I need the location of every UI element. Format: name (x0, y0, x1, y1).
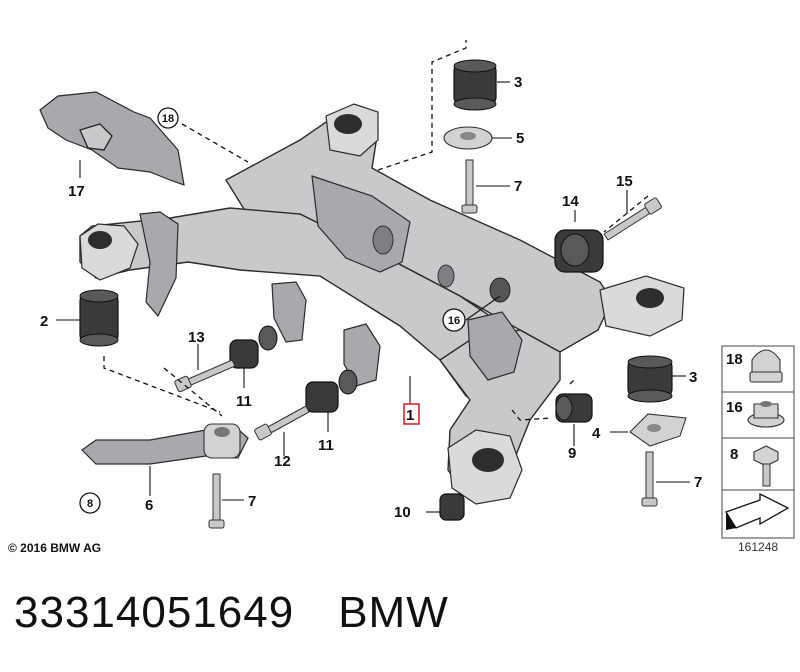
highlight-box (403, 403, 420, 425)
trailing-arm-6 (81, 423, 249, 465)
bolt-7-right (641, 451, 658, 507)
callout-7-top: 7 (514, 178, 522, 195)
axle-carrier-subframe (79, 103, 685, 505)
direction-arrow-icon (725, 492, 790, 530)
legend-num-18: 18 (726, 351, 743, 368)
reference-number: 161248 (738, 540, 779, 554)
callout-5: 5 (516, 130, 524, 147)
part-number: 33314051649 (14, 588, 295, 637)
part-caption: 33314051649 BMW (14, 588, 493, 638)
bolt-15 (603, 197, 662, 241)
callout-11-lower: 11 (318, 437, 334, 454)
callout-16-circled: 16 (448, 315, 460, 327)
legend-num-16: 16 (726, 399, 743, 416)
bushing-10 (439, 493, 465, 521)
brand-name: BMW (338, 588, 449, 637)
heat-shield-bracket (39, 91, 185, 186)
washer-4 (629, 413, 687, 447)
bushing-9 (555, 393, 593, 423)
copyright-text: © 2016 BMW AG (8, 541, 102, 555)
legend-num-8: 8 (730, 446, 738, 463)
hex-bolt-icon (753, 445, 779, 487)
callout-3-right: 3 (689, 369, 697, 386)
callout-7-bottom: 7 (248, 493, 256, 510)
cap-nut-icon (749, 349, 783, 383)
callout-8-circled: 8 (87, 498, 93, 510)
bushing-top-3 (453, 59, 497, 111)
bolt-7-top (461, 159, 478, 214)
callout-18-circled: 18 (162, 113, 174, 125)
bushing-right-3 (627, 355, 673, 403)
bolt-13 (174, 359, 236, 393)
callout-4: 4 (592, 425, 601, 442)
bolt-7-bottom (208, 473, 225, 529)
bushing-11-upper (229, 325, 278, 369)
callout-9: 9 (568, 445, 576, 462)
callout-3-top: 3 (514, 74, 522, 91)
callout-6: 6 (145, 497, 153, 514)
callout-11-upper: 11 (236, 393, 252, 410)
dashed-lines (103, 40, 649, 421)
bushing-11-lower (305, 369, 358, 413)
callout-2: 2 (40, 313, 48, 330)
callout-14: 14 (562, 193, 579, 210)
flange-nut-icon (747, 401, 785, 428)
callout-17: 17 (68, 183, 85, 200)
leader-lines (56, 81, 690, 513)
fastener-legend: 18 16 8 (721, 345, 795, 539)
callout-12: 12 (274, 453, 291, 470)
washer-5 (443, 126, 493, 150)
callout-7-right: 7 (694, 474, 702, 491)
callout-10: 10 (394, 504, 411, 521)
bushing-14 (554, 229, 604, 273)
callout-labels: 3 5 7 14 15 3 4 7 9 10 2 13 11 11 12 6 7… (40, 74, 702, 521)
bolt-12 (254, 405, 310, 441)
callout-15: 15 (616, 173, 633, 190)
callout-13: 13 (188, 329, 205, 346)
bushing-left-2 (79, 289, 119, 347)
callout-1: 1 (406, 407, 414, 424)
